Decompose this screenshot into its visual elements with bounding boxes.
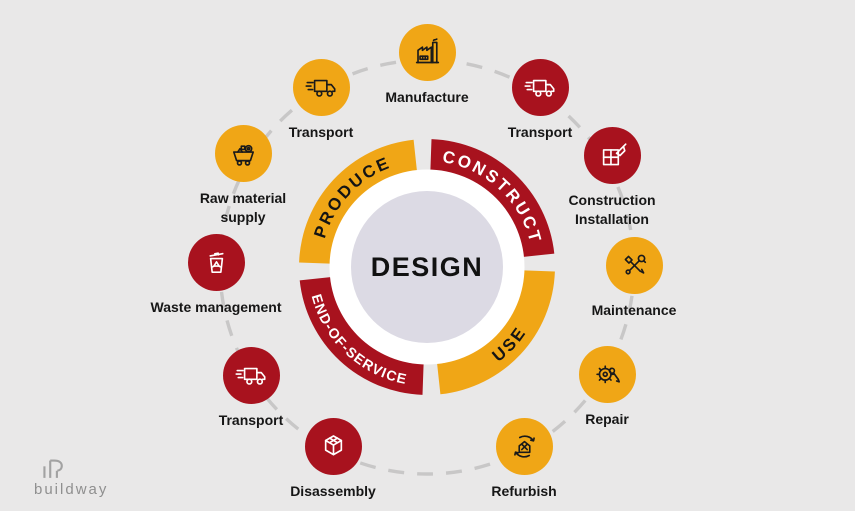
segment-construct — [430, 139, 555, 257]
factory-icon — [398, 24, 456, 81]
segment-use — [437, 270, 555, 395]
node-label: Raw material supply — [199, 190, 287, 225]
node-label: Construction Installation — [568, 192, 656, 227]
bricks-trowel-icon — [583, 127, 641, 184]
node-label: Transport — [288, 124, 354, 140]
node-label: Transport — [507, 124, 573, 140]
node-label: Refurbish — [491, 483, 557, 499]
node-repair: Repair — [537, 346, 677, 429]
node-raw-material-supply: Raw material supply — [173, 125, 313, 227]
node-label: Repair — [585, 411, 629, 427]
buildway-logo: buildway — [34, 458, 108, 498]
buildway-logo-text: buildway — [34, 481, 109, 498]
segment-end-of-service — [299, 277, 424, 395]
node-transport-construct: Transport — [470, 59, 610, 142]
trash-recycle-icon — [187, 234, 245, 291]
wrench-screwdriver-icon — [605, 237, 663, 294]
node-label: Transport — [218, 412, 284, 428]
speeding-truck-icon — [292, 59, 350, 116]
node-maintenance: Maintenance — [564, 237, 704, 320]
house-renovation-icon — [495, 418, 553, 475]
speeding-truck-icon — [511, 59, 569, 116]
buildway-logo-mark — [43, 459, 63, 478]
node-transport-produce: Transport — [251, 59, 391, 142]
node-label: Maintenance — [591, 302, 677, 318]
open-box-icon — [304, 418, 362, 475]
node-construction-installation: Construction Installation — [542, 127, 682, 229]
center-design-label: DESIGN — [371, 252, 484, 282]
segment-produce — [299, 139, 417, 264]
node-label: Waste management — [150, 299, 282, 315]
node-waste-management: Waste management — [146, 234, 286, 317]
center-circle — [351, 191, 503, 343]
gear-wrench-icon — [578, 346, 636, 403]
mining-cart-icon — [214, 125, 272, 182]
node-transport-end-of-service: Transport — [181, 347, 321, 430]
node-disassembly: Disassembly — [263, 418, 403, 501]
node-label: Manufacture — [385, 89, 469, 105]
node-manufacture: Manufacture — [357, 24, 497, 107]
speeding-truck-icon — [222, 347, 280, 404]
node-refurbish: Refurbish — [454, 418, 594, 501]
node-label: Disassembly — [290, 483, 376, 499]
